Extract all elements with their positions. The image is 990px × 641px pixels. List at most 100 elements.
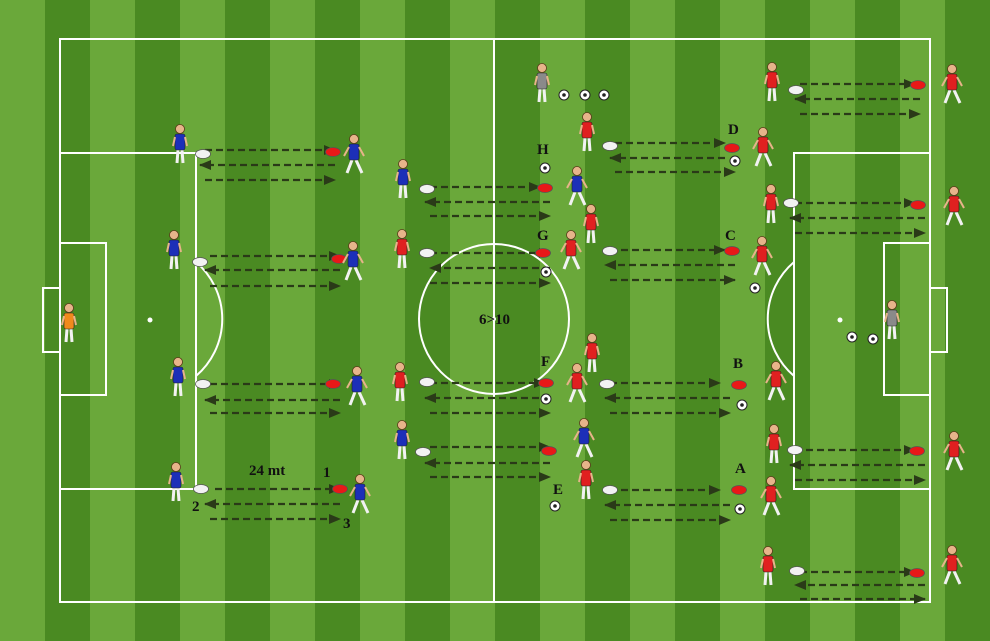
blue-player-icon xyxy=(566,166,588,206)
annotations: 24 mt 1 2 3 6>10 A B C D E F G H xyxy=(192,122,746,532)
red-player-icon xyxy=(765,361,787,401)
red-cone-icon xyxy=(910,200,926,210)
grass-stripe xyxy=(270,0,315,641)
white-cone-icon xyxy=(195,149,211,159)
soccer-ball-icon xyxy=(598,89,610,101)
center-spot xyxy=(492,317,496,321)
grass-stripe xyxy=(945,0,990,641)
cones-layer xyxy=(192,80,926,578)
red-player-icon xyxy=(760,476,782,516)
red-cone-icon xyxy=(731,380,747,390)
white-cone-icon xyxy=(192,257,208,267)
soccer-ball-icon xyxy=(729,155,741,167)
soccer-ball-icon xyxy=(734,503,746,515)
blue-player-icon xyxy=(343,134,365,174)
white-cone-icon xyxy=(599,379,615,389)
red-cone-icon xyxy=(535,248,551,258)
soccer-ball-icon xyxy=(749,282,761,294)
soccer-ball-icon xyxy=(846,331,858,343)
spots xyxy=(147,317,843,323)
white-cone-icon xyxy=(789,566,805,576)
red-player-icon xyxy=(941,545,963,585)
grass-stripe xyxy=(405,0,450,641)
red-cone-icon xyxy=(910,80,926,90)
white-cone-icon xyxy=(419,248,435,258)
soccer-ball-icon xyxy=(549,500,561,512)
blue-player-icon xyxy=(395,159,411,199)
white-cone-icon xyxy=(193,484,209,494)
soccer-ball-icon xyxy=(540,266,552,278)
blue-player-icon xyxy=(349,474,371,514)
ratio-label: 6>10 xyxy=(479,312,510,328)
red-player-icon xyxy=(943,186,965,226)
blue-player-icon xyxy=(573,418,595,458)
coach-figure-icon xyxy=(884,300,900,340)
red-player-icon xyxy=(766,424,782,464)
arrows-layer xyxy=(199,79,926,604)
red-cone-icon xyxy=(325,147,341,157)
blue-player-icon xyxy=(170,357,186,397)
grass-stripe xyxy=(765,0,810,641)
red-player-icon xyxy=(760,546,776,586)
grass-stripe xyxy=(540,0,585,641)
label-C: C xyxy=(725,228,736,244)
right-penalty-spot xyxy=(837,317,843,323)
players-layer xyxy=(61,62,965,586)
soccer-ball-icon xyxy=(579,89,591,101)
soccer-ball-icon xyxy=(867,333,879,345)
number-label-1: 1 xyxy=(323,465,331,481)
red-player-icon xyxy=(943,431,965,471)
grass-stripe xyxy=(810,0,855,641)
right-goal xyxy=(929,287,948,353)
blue-player-icon xyxy=(346,366,368,406)
red-cone-icon xyxy=(538,378,554,388)
grass-stripe xyxy=(630,0,675,641)
white-cone-icon xyxy=(419,377,435,387)
red-cone-icon xyxy=(724,143,740,153)
red-player-icon xyxy=(583,204,599,244)
red-player-icon xyxy=(764,62,780,102)
white-cone-icon xyxy=(419,184,435,194)
soccer-ball-icon xyxy=(558,89,570,101)
white-cone-icon xyxy=(195,379,211,389)
left-goal xyxy=(42,287,61,353)
red-player-icon xyxy=(584,333,600,373)
blue-player-icon xyxy=(342,241,364,281)
white-cone-icon xyxy=(602,485,618,495)
label-A: A xyxy=(735,461,746,477)
balls-layer xyxy=(539,89,879,515)
red-player-icon xyxy=(752,127,774,167)
distance-label: 24 mt xyxy=(249,463,285,479)
red-cone-icon xyxy=(331,254,347,264)
white-cone-icon xyxy=(788,85,804,95)
red-player-icon xyxy=(763,184,779,224)
red-player-icon xyxy=(941,64,963,104)
grass-stripe xyxy=(450,0,495,641)
grass-stripe xyxy=(900,0,945,641)
red-player-icon xyxy=(392,362,408,402)
red-cone-icon xyxy=(537,183,553,193)
blue-player-icon xyxy=(166,230,182,270)
red-player-icon xyxy=(560,230,582,270)
grass-stripe xyxy=(720,0,765,641)
right-penalty-arc xyxy=(766,261,795,377)
blue-player-icon xyxy=(172,124,188,164)
red-player-icon xyxy=(566,363,588,403)
red-cone-icon xyxy=(909,446,925,456)
grass-stripe xyxy=(90,0,135,641)
blue-player-icon xyxy=(394,420,410,460)
coach-figure-icon xyxy=(534,63,550,103)
grass-stripe xyxy=(360,0,405,641)
grass-stripe xyxy=(180,0,225,641)
grass-stripe xyxy=(315,0,360,641)
red-player-icon xyxy=(579,112,595,152)
red-player-icon xyxy=(578,460,594,500)
label-F: F xyxy=(541,354,550,370)
label-G: G xyxy=(537,228,549,244)
red-player-icon xyxy=(394,229,410,269)
white-cone-icon xyxy=(602,246,618,256)
white-cone-icon xyxy=(602,141,618,151)
number-label-3: 3 xyxy=(343,516,351,532)
red-cone-icon xyxy=(731,485,747,495)
